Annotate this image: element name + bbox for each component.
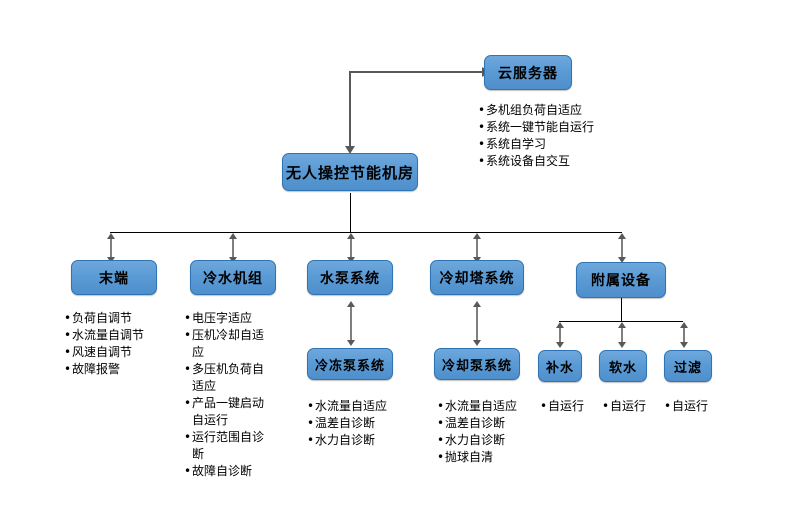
connector-auxiliary-stem [621, 298, 622, 322]
bullets-cloud: 多机组负荷自适应 系统一键节能自运行 系统自学习 系统设备自交互 [478, 102, 628, 170]
node-cooling-tower-system[interactable]: 冷却塔系统 [430, 260, 524, 295]
connector-branch-soft-water [618, 322, 626, 348]
list-item: 抛球自清 [437, 449, 557, 466]
connector-branch-cooling-tower [473, 233, 481, 263]
list-item: 温差自诊断 [437, 415, 557, 432]
connector-root-cloud-arrowhead-down [345, 146, 355, 154]
list-item: 故障自诊断 [184, 463, 272, 480]
node-soft-water[interactable]: 软水 [599, 350, 647, 382]
connector-root-cloud-horizontal [349, 71, 486, 73]
connector-root-stem [350, 193, 351, 233]
list-item: 自运行 [664, 398, 724, 415]
node-auxiliary-equipment[interactable]: 附属设备 [576, 262, 666, 298]
connector-auxiliary-bus [559, 321, 683, 322]
node-cloud-server[interactable]: 云服务器 [484, 55, 572, 90]
bullets-chilled-pump: 水流量自适应 温差自诊断 水力自诊断 [307, 398, 427, 449]
list-item: 温差自诊断 [307, 415, 427, 432]
connector-tower-to-cooling-pump [473, 301, 481, 346]
list-item: 系统设备自交互 [478, 153, 628, 170]
list-item: 多机组负荷自适应 [478, 102, 628, 119]
list-item: 水力自诊断 [437, 432, 557, 449]
connector-root-cloud-vertical [349, 71, 351, 151]
list-item: 负荷自调节 [64, 310, 174, 327]
list-item: 系统一键节能自运行 [478, 119, 628, 136]
connector-branch-terminal [107, 233, 115, 263]
list-item: 压机冷却自适应 [184, 327, 272, 361]
connector-branch-chiller [229, 233, 237, 263]
list-item: 水流量自适应 [307, 398, 427, 415]
list-item: 水流量自调节 [64, 327, 174, 344]
list-item: 产品一键启动自运行 [184, 395, 272, 429]
list-item: 风速自调节 [64, 344, 174, 361]
node-filtration[interactable]: 过滤 [664, 350, 712, 382]
node-root-unmanned-energy-room[interactable]: 无人操控节能机房 [282, 153, 418, 191]
list-item: 电压字适应 [184, 310, 272, 327]
bullets-cooling-pump: 水流量自适应 温差自诊断 水力自诊断 抛球自清 [437, 398, 557, 466]
list-item: 水力自诊断 [307, 432, 427, 449]
bullets-makeup-water: 自运行 [540, 398, 600, 415]
connector-level2-bus [110, 232, 622, 233]
node-cooling-water-pump-system[interactable]: 冷却泵系统 [434, 348, 520, 380]
list-item: 水流量自适应 [437, 398, 557, 415]
list-item: 系统自学习 [478, 136, 628, 153]
node-chiller-unit[interactable]: 冷水机组 [190, 260, 276, 295]
connector-branch-auxiliary [618, 233, 626, 263]
bullets-soft-water: 自运行 [602, 398, 662, 415]
bullets-terminal: 负荷自调节 水流量自调节 风速自调节 故障报警 [64, 310, 174, 378]
list-item: 故障报警 [64, 361, 174, 378]
list-item: 自运行 [602, 398, 662, 415]
bullets-chiller: 电压字适应 压机冷却自适应 多压机负荷自适应 产品一键启动自运行 运行范围自诊断… [184, 310, 272, 480]
list-item: 自运行 [540, 398, 600, 415]
connector-pump-to-chilled-pump [347, 301, 355, 346]
bullets-filtration: 自运行 [664, 398, 724, 415]
node-pump-system[interactable]: 水泵系统 [307, 260, 393, 295]
node-chilled-water-pump-system[interactable]: 冷冻泵系统 [307, 348, 393, 380]
list-item: 运行范围自诊断 [184, 429, 272, 463]
connector-branch-filtration [680, 322, 688, 348]
node-makeup-water[interactable]: 补水 [538, 350, 582, 382]
node-terminal[interactable]: 末端 [71, 260, 157, 295]
connector-branch-makeup-water [556, 322, 564, 348]
connector-branch-pump-system [347, 233, 355, 263]
list-item: 多压机负荷自适应 [184, 361, 272, 395]
